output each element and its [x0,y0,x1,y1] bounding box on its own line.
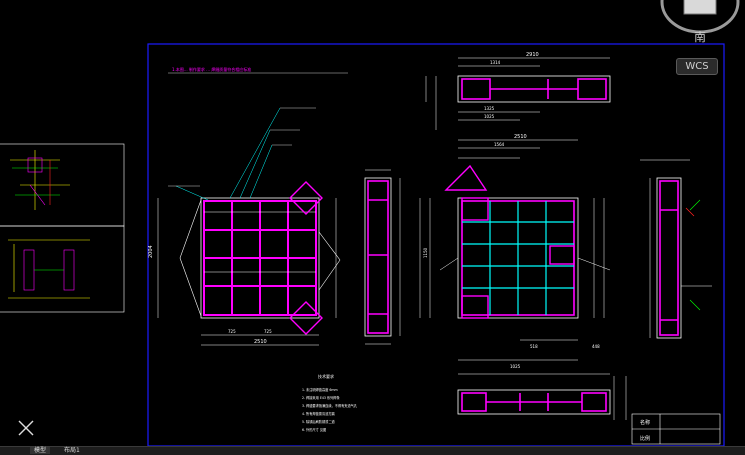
title-note: 1.本图... 制作要求 ... 焊缝质量符合相应标准 [172,66,251,72]
compass-south-label[interactable]: 南 [694,30,707,44]
top-view-right [425,57,611,130]
svg-text:5. 除锈后刷防锈漆二道: 5. 除锈后刷防锈漆二道 [302,419,336,424]
tab-model[interactable]: 模型 [30,447,51,454]
svg-text:1. 未注明焊缝高度 6mm: 1. 未注明焊缝高度 6mm [302,387,338,392]
bottom-view [457,373,627,420]
dim-right-a: 1564 [494,142,505,147]
dim-bottom-a: 1025 [510,364,521,369]
dim-top-b: 1325 [484,106,495,111]
dim-top-c: 1025 [484,114,495,119]
tab-layout1[interactable]: 布局1 [64,447,80,454]
dim-left-bottom-b: 725 [264,329,272,334]
side-view-right [640,159,712,339]
dim-top-overall: 2910 [526,52,539,58]
viewcube[interactable] [660,0,740,44]
title-block [631,413,721,445]
ucs-icon [18,420,34,436]
svg-text:6. 外形尺寸 见图: 6. 外形尺寸 见图 [302,427,326,432]
svg-text:2. 焊接采用 E43 系列焊条: 2. 焊接采用 E43 系列焊条 [302,395,340,400]
wcs-menu-button[interactable]: WCS [676,58,718,75]
dim-top-a: 1314 [490,60,501,65]
dim-left-width: 2510 [254,339,267,345]
svg-text:4. 所有焊缝需清渣打磨: 4. 所有焊缝需清渣打磨 [302,411,336,416]
plan-view-left [157,107,341,346]
notes-title: 技术要求 [318,373,334,379]
side-view-narrow [364,169,401,345]
dim-left-height: 2004 [148,245,154,258]
dim-bottom-b: 518 [530,344,538,349]
dim-mid-height: 1150 [423,247,428,258]
title-block-row1: 名称 [640,419,650,426]
dim-bottom-c: 448 [592,344,600,349]
notes-list: 1. 未注明焊缝高度 6mm 2. 焊接采用 E43 系列焊条 3. 焊缝要求饱… [302,387,358,432]
plan-view-right [419,139,611,361]
svg-text:3. 焊缝要求饱满连续，不得有夹渣气孔: 3. 焊缝要求饱满连续，不得有夹渣气孔 [302,403,358,408]
dim-right-overall: 2510 [514,134,527,140]
left-detail-views [0,143,125,313]
dim-left-bottom-a: 725 [228,329,236,334]
layout-tab-bar [0,446,745,455]
title-block-row2: 比例 [640,435,650,442]
